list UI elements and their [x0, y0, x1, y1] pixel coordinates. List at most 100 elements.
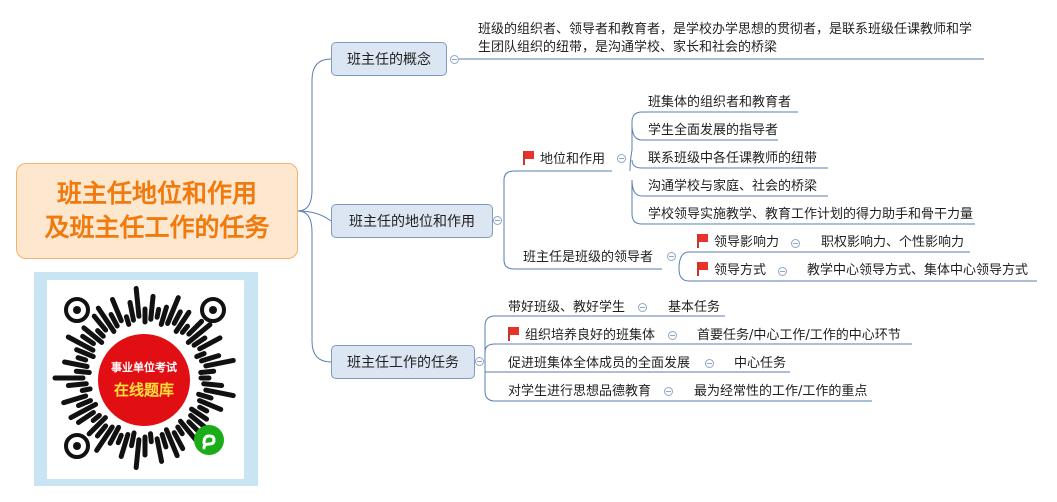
red-flag-icon	[697, 262, 709, 276]
code-ray	[186, 318, 205, 337]
branch-concept-label: 班主任的概念	[347, 52, 431, 68]
exam-badge[interactable]: 事业单位考试 在线题库	[98, 334, 190, 426]
branch-tasks[interactable]: 班主任工作的任务	[331, 345, 475, 379]
collapse-toggle-icon[interactable]	[668, 331, 677, 340]
code-ray	[90, 412, 102, 424]
code-ray	[133, 285, 142, 319]
leader-influence-label: 领导影响力	[714, 235, 780, 250]
code-ray	[118, 431, 131, 459]
code-ray	[185, 322, 213, 345]
finder-ring	[64, 297, 90, 323]
code-ray	[73, 368, 92, 376]
code-ray	[74, 347, 96, 360]
code-ray	[196, 391, 214, 401]
root-title-line2: 及班主任工作的任务	[44, 213, 270, 242]
root-topic[interactable]: 班主任地位和作用 及班主任工作的任务	[16, 163, 298, 259]
finder-ring	[64, 433, 90, 459]
task-detail: 基本任务	[668, 300, 721, 315]
branch-position-role[interactable]: 班主任的地位和作用	[331, 204, 493, 238]
collapse-toggle-icon[interactable]	[664, 387, 673, 396]
code-ray	[109, 296, 124, 324]
mini-program-code-icon[interactable]	[47, 280, 244, 479]
collapse-toggle-icon[interactable]	[475, 357, 484, 366]
list-item: 联系班级中各任课教师的纽带	[648, 151, 818, 166]
code-ray	[191, 335, 208, 348]
code-ray	[65, 381, 89, 389]
list-item: 学校领导实施教学、教育工作计划的得力助手和骨干力量	[648, 207, 974, 222]
code-ray	[154, 306, 162, 320]
list-item: 学生全面发展的指导者	[648, 123, 779, 138]
code-ray	[127, 299, 136, 323]
code-ray	[94, 424, 115, 453]
code-ray	[123, 314, 132, 327]
concept-note-line2: 生团队组织的纽带，是沟通学校、家长和社会的桥梁	[478, 40, 778, 55]
code-ray	[171, 430, 186, 452]
finder-dot	[73, 306, 81, 314]
finder-dot	[209, 306, 217, 314]
collapse-toggle-icon[interactable]	[667, 252, 676, 261]
red-flag-icon	[523, 151, 535, 165]
code-ray	[80, 333, 96, 347]
code-ray	[189, 406, 210, 422]
list-item: 沟通学校与家庭、社会的桥梁	[648, 179, 818, 194]
collapse-toggle-icon[interactable]	[778, 267, 787, 276]
code-ray	[95, 328, 106, 339]
collapse-toggle-icon[interactable]	[638, 303, 647, 312]
code-ray	[65, 334, 96, 353]
sub-position-role-label: 地位和作用	[540, 152, 606, 167]
task-item[interactable]: 对学生进行思想品德教育	[508, 384, 652, 399]
collapse-toggle-icon[interactable]	[617, 154, 626, 163]
branch-position-role-label: 班主任的地位和作用	[349, 214, 475, 230]
task-item[interactable]: 促进班集体全体成员的全面发展	[508, 356, 691, 371]
code-ray	[203, 387, 236, 399]
red-flag-icon	[697, 234, 709, 248]
code-ray	[108, 312, 120, 329]
root-title-line1: 班主任地位和作用	[56, 179, 257, 208]
leader-influence-detail: 职权影响力、个性影响力	[821, 235, 965, 250]
code-ray	[61, 393, 89, 406]
code-ray	[129, 430, 137, 449]
code-ray	[197, 404, 210, 414]
collapse-toggle-icon[interactable]	[493, 216, 502, 225]
branch-concept[interactable]: 班主任的概念	[331, 42, 447, 76]
code-ray	[91, 313, 109, 333]
code-ray	[115, 432, 124, 446]
collapse-toggle-icon[interactable]	[450, 55, 459, 64]
finder-ring	[200, 297, 226, 323]
code-ray	[198, 353, 222, 364]
task-item[interactable]: 带好班级、教好学生	[508, 300, 626, 315]
task-item[interactable]: 组织培养良好的班集体	[508, 327, 655, 344]
code-ray	[203, 357, 236, 369]
collapse-toggle-icon[interactable]	[705, 359, 714, 368]
code-ray	[158, 304, 169, 327]
code-ray	[165, 295, 181, 326]
leader-influence[interactable]: 领导影响力	[697, 234, 779, 251]
code-ray	[75, 355, 89, 363]
sub-class-leader[interactable]: 班主任是班级的领导者	[523, 250, 654, 265]
task-detail: 中心任务	[734, 356, 787, 371]
task-item-label: 组织培养良好的班集体	[525, 328, 656, 343]
badge-line1: 事业单位考试	[111, 361, 177, 374]
code-ray	[95, 305, 117, 334]
red-flag-icon	[508, 327, 520, 341]
sub-position-role[interactable]: 地位和作用	[523, 151, 605, 168]
code-ray	[197, 335, 223, 352]
finder-dot	[73, 442, 81, 450]
code-ray	[194, 351, 207, 360]
code-ray	[154, 436, 165, 464]
leader-style-label: 领导方式	[714, 263, 767, 278]
leader-style[interactable]: 领导方式	[697, 262, 766, 279]
code-ray	[107, 424, 122, 446]
code-ray	[175, 424, 185, 437]
code-ray	[86, 415, 108, 437]
code-ray	[197, 398, 224, 412]
code-ray	[147, 431, 154, 445]
code-ray	[163, 427, 180, 459]
code-ray	[198, 368, 217, 376]
collapse-toggle-icon[interactable]	[791, 239, 800, 248]
code-ray	[173, 309, 192, 334]
code-ray	[94, 423, 109, 439]
code-ray	[68, 401, 99, 421]
code-ray	[75, 409, 96, 425]
